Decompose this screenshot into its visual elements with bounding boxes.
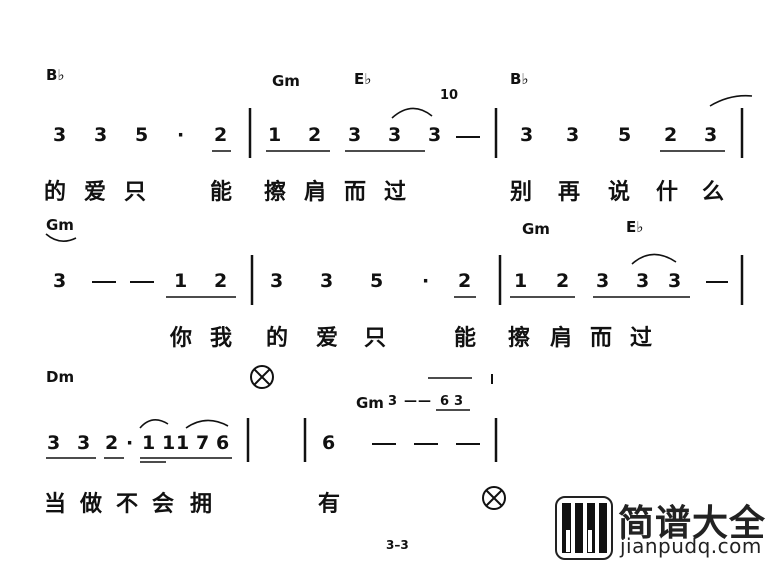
lyric: 说 xyxy=(608,180,631,205)
coda-sign-icon xyxy=(250,365,274,389)
note: 3 xyxy=(270,270,284,292)
note: 3 xyxy=(320,270,334,292)
alt-note: 3 xyxy=(454,394,464,409)
note: 7 xyxy=(196,432,210,454)
lyric: 不 xyxy=(116,492,139,517)
page-number: 3–3 xyxy=(386,538,409,552)
note: 1 xyxy=(176,432,190,454)
lyric: 别 xyxy=(510,180,533,205)
note: 2 xyxy=(214,270,228,292)
note: 3 xyxy=(53,124,67,146)
chord-2: Gm xyxy=(272,72,300,90)
note-dot: · xyxy=(177,124,185,146)
coda-sign-end-icon xyxy=(482,486,506,510)
chord-4: B♭ xyxy=(510,70,529,88)
lyric: 而 xyxy=(344,180,367,205)
chord-1: Dm xyxy=(46,368,75,386)
lyric: 的 xyxy=(44,180,67,205)
note: 3 xyxy=(47,432,61,454)
lyric: 你 xyxy=(170,326,193,351)
note: 3 xyxy=(596,270,610,292)
note: 1 xyxy=(268,124,282,146)
note: 3 xyxy=(704,124,718,146)
measure-mark: 10 xyxy=(440,88,459,103)
lyric: 能 xyxy=(210,180,233,205)
alt-dash: — xyxy=(418,394,431,409)
chord-1: Gm xyxy=(46,216,74,234)
brand-url[interactable]: jianpudq.com xyxy=(620,534,762,558)
lyric: 肩 xyxy=(304,180,327,205)
chord-2: Gm xyxy=(356,394,384,412)
note: 2 xyxy=(458,270,472,292)
note: 3 xyxy=(94,124,108,146)
alt-dash: — xyxy=(404,394,417,409)
note: 2 xyxy=(556,270,570,292)
note: 2 xyxy=(308,124,322,146)
chord-2: Gm xyxy=(522,220,550,238)
lyric: 再 xyxy=(558,180,581,205)
lyric: 擦 xyxy=(508,326,531,351)
lyric: 的 xyxy=(266,326,289,351)
lyric: 当 xyxy=(44,492,67,517)
note: 5 xyxy=(135,124,149,146)
note: 3 xyxy=(348,124,362,146)
note: 6 xyxy=(322,432,336,454)
lyric: 擦 xyxy=(264,180,287,205)
note: 1 xyxy=(174,270,188,292)
note: 1 xyxy=(514,270,528,292)
lyric: 能 xyxy=(454,326,477,351)
note: 3 xyxy=(668,270,682,292)
note: 5 xyxy=(618,124,632,146)
lyric: 做 xyxy=(80,492,103,517)
lyric: 只 xyxy=(124,180,147,205)
brand-name: 简谱大全 xyxy=(618,503,767,544)
note: 1 xyxy=(142,432,156,454)
note-dot: · xyxy=(126,432,134,454)
note: 2 xyxy=(664,124,678,146)
note: 3 xyxy=(566,124,580,146)
lyric: 什 xyxy=(656,180,679,205)
lyric: 而 xyxy=(590,326,613,351)
note-dot: · xyxy=(422,270,430,292)
lyric: 过 xyxy=(630,326,653,351)
lyric: 会 xyxy=(152,492,175,517)
note: 3 xyxy=(77,432,91,454)
note: 3 xyxy=(428,124,442,146)
note: 3 xyxy=(388,124,402,146)
lyric: 么 xyxy=(702,180,725,205)
note: 5 xyxy=(370,270,384,292)
note: 1 xyxy=(162,432,176,454)
piano-logo-icon xyxy=(555,496,613,560)
note: 2 xyxy=(214,124,228,146)
note: 6 xyxy=(216,432,230,454)
chord-3: E♭ xyxy=(626,218,644,236)
lyric: 过 xyxy=(384,180,407,205)
note: 3 xyxy=(520,124,534,146)
chord-1: B♭ xyxy=(46,66,65,84)
note: 3 xyxy=(636,270,650,292)
lyric: 我 xyxy=(210,326,233,351)
lyric: 拥 xyxy=(190,492,213,517)
chord-3: E♭ xyxy=(354,70,372,88)
note: 3 xyxy=(53,270,67,292)
lyric: 肩 xyxy=(550,326,573,351)
alt-note: 6 xyxy=(440,394,450,409)
lyric: 只 xyxy=(364,326,387,351)
lyric: 爱 xyxy=(316,326,339,351)
lyric: 爱 xyxy=(84,180,107,205)
note: 2 xyxy=(105,432,119,454)
alt-note: 3 xyxy=(388,394,398,409)
lyric: 有 xyxy=(318,492,341,517)
